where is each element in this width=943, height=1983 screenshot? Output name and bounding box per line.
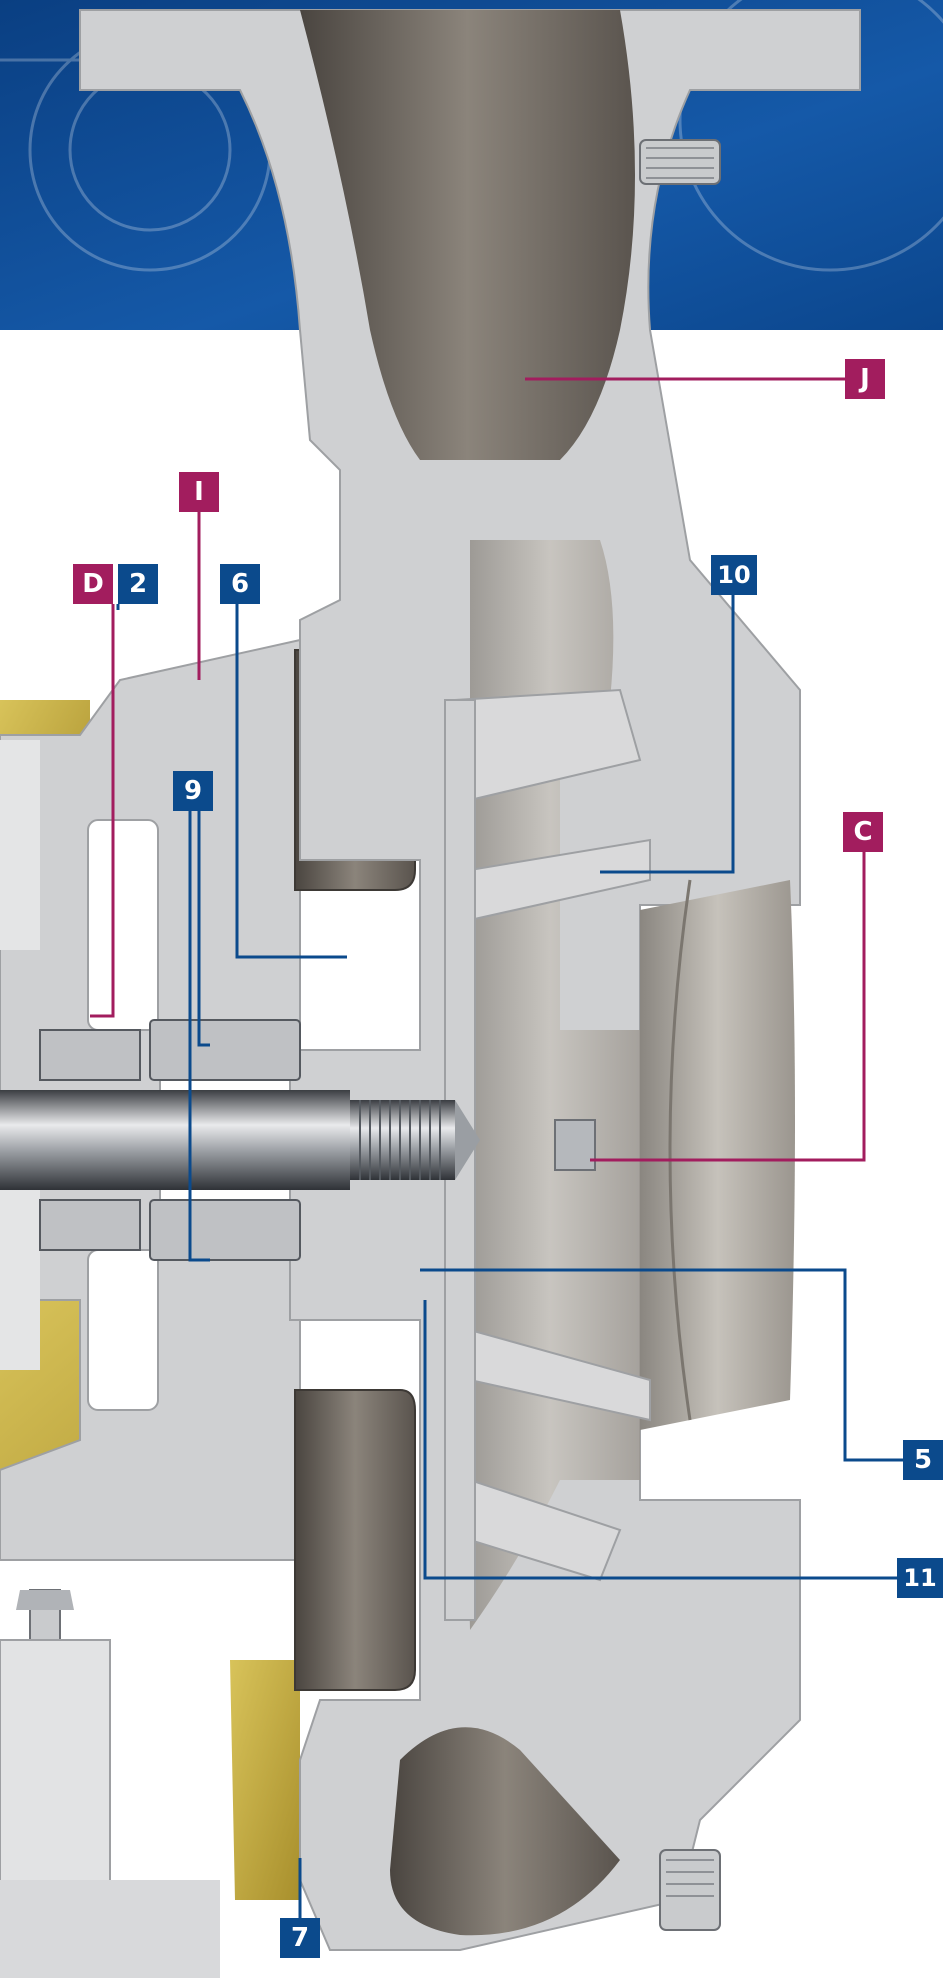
callout-6: 6 [220, 564, 260, 604]
foot-bolt [0, 1589, 220, 1979]
leader-9a [188, 811, 210, 1262]
mechanical-seal-assembly [39, 1019, 301, 1261]
leader-9b [197, 811, 210, 1047]
leader-6 [235, 604, 347, 959]
leader-D [90, 604, 115, 1018]
callout-I: I [179, 472, 219, 512]
drain-plug-bottom [659, 1849, 721, 1931]
leader-5 [420, 1268, 905, 1462]
callout-D: D [73, 564, 113, 604]
drain-plug-top [639, 139, 721, 185]
callout-C: C [843, 812, 883, 852]
callout-2: 2 [118, 564, 158, 604]
callout-J: J [845, 359, 885, 399]
callout-9: 9 [173, 771, 213, 811]
callout-7: 7 [280, 1918, 320, 1958]
pump-shaft [0, 1090, 596, 1190]
callout-5: 5 [903, 1440, 943, 1480]
leader-C [590, 852, 866, 1162]
leader-10 [600, 595, 735, 874]
callout-11: 11 [897, 1558, 943, 1598]
leader-11 [423, 1300, 905, 1580]
callout-10: 10 [711, 555, 757, 595]
